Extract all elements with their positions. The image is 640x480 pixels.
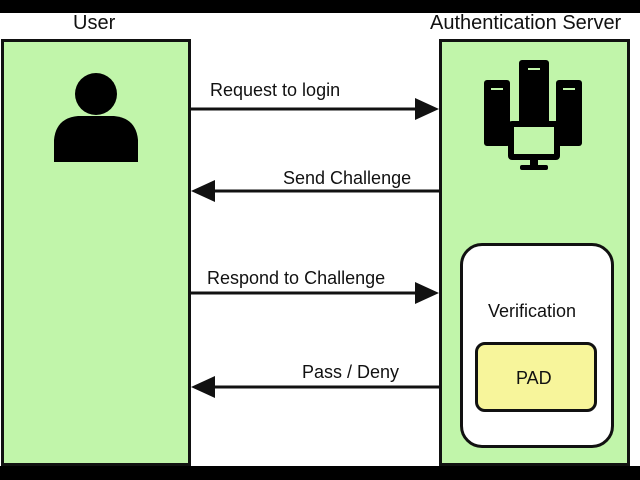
letterbox-bottom [0,466,640,480]
verification-label: Verification [488,301,577,321]
user-icon [54,73,138,162]
user-title: User [73,12,116,34]
server-icon [484,60,582,170]
pad-label: PAD [516,368,552,388]
letterbox-top [0,0,640,13]
message-label: Request to login [210,80,341,100]
message-label: Send Challenge [283,168,412,188]
arrow-pass-deny [191,376,439,398]
pad-box [475,342,597,412]
arrow-request-login [191,98,439,120]
message-label: Respond to Challenge [207,268,386,288]
arrow-send-challenge [191,180,439,202]
server-title: Authentication Server [430,12,622,34]
arrow-respond-challenge [191,282,439,304]
message-label: Pass / Deny [302,362,400,382]
